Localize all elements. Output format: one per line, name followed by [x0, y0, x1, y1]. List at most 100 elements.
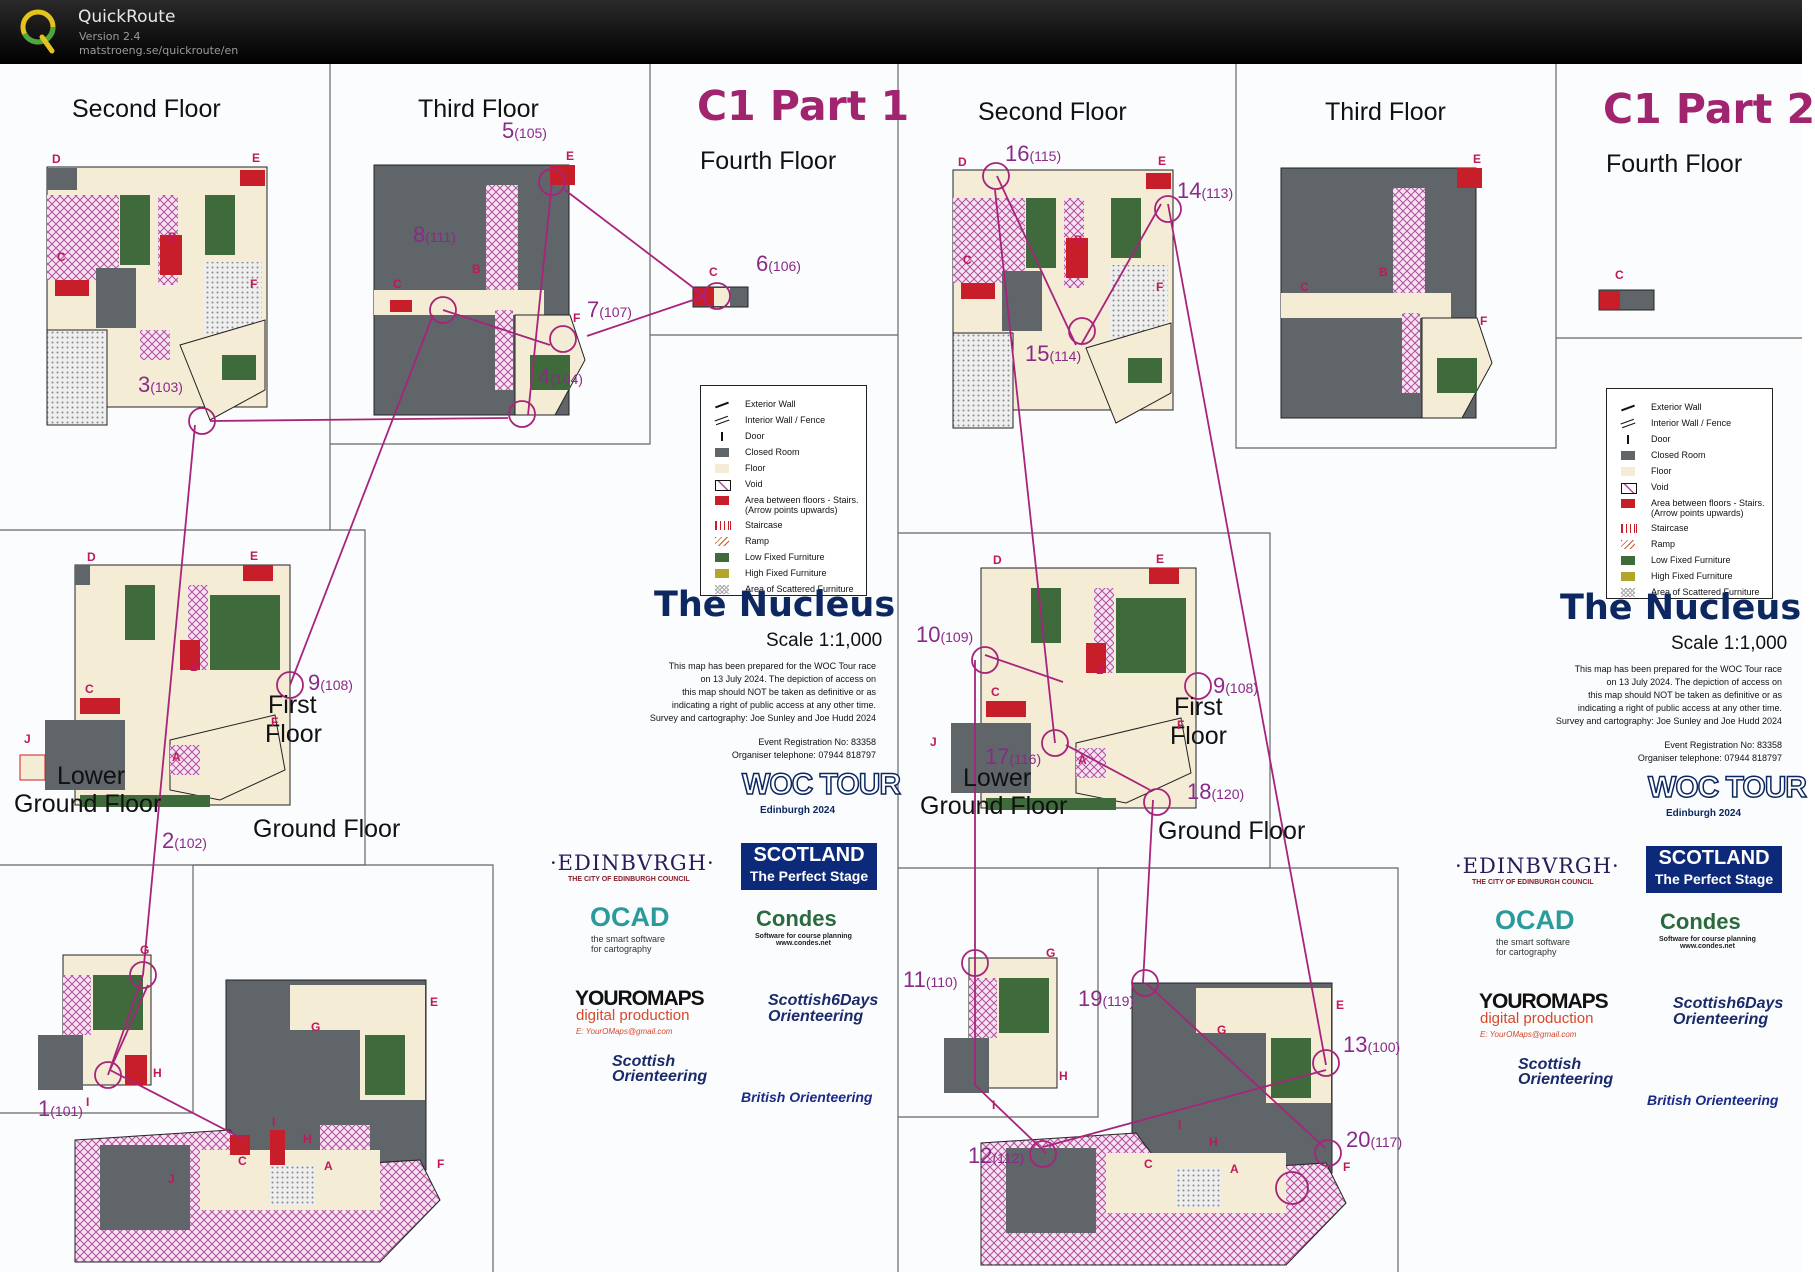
condes-logo: Condes	[756, 906, 837, 931]
stair-letter: A	[172, 750, 181, 764]
control-9[interactable]: 9(108)	[308, 670, 353, 695]
stair-letter: G	[1046, 946, 1056, 960]
legend-label: Low Fixed Furniture	[745, 552, 825, 562]
part2-fourth-floor	[1598, 289, 1655, 311]
control-5[interactable]: 5(105)	[502, 118, 547, 143]
control-9-part2[interactable]: 9(108)	[1213, 673, 1258, 698]
stair-letter: F	[1156, 280, 1164, 294]
legend-label: Low Fixed Furniture	[1651, 555, 1731, 565]
void-icon	[715, 480, 731, 491]
map-drawing	[0, 64, 1802, 1272]
legend-label: Door	[1651, 434, 1671, 444]
stair-letter: F	[1343, 1160, 1351, 1174]
legend-label: Interior Wall / Fence	[1651, 418, 1732, 428]
legend-label: Staircase	[1651, 523, 1689, 533]
control-17[interactable]: 17(116)	[985, 744, 1042, 769]
stair-letter: C	[709, 265, 718, 279]
control-2[interactable]: 2(102)	[162, 828, 207, 853]
stair-letter: I	[86, 1095, 90, 1109]
youromaps-sub: digital production	[576, 1007, 690, 1024]
stair-letter: F	[1480, 314, 1488, 328]
orienteering-map[interactable]: C1 Part 1 Second Floor Third Floor Fourt…	[0, 64, 1815, 1272]
door-icon	[721, 432, 723, 441]
stair-letter: H	[303, 1132, 312, 1146]
condes-logo: Condes	[1660, 909, 1741, 934]
stair-letter: E	[1156, 552, 1165, 566]
control-3[interactable]: 3(103)	[138, 372, 183, 397]
legend-label: Floor	[1651, 466, 1672, 476]
stair-letter: H	[1059, 1069, 1068, 1083]
legend-label: Area of Scattered Furniture	[1651, 587, 1760, 597]
quickroute-logo-icon	[20, 9, 56, 54]
stair-letter: F	[437, 1157, 445, 1171]
control-15[interactable]: 15(114)	[1025, 341, 1082, 366]
control-4[interactable]: 4(104)	[538, 364, 583, 389]
part2-label-first-1: First	[1174, 693, 1223, 721]
stair-letter: E	[1473, 152, 1482, 166]
stair-letter: D	[958, 155, 967, 169]
british-orienteering-logo: British Orienteering	[741, 1089, 873, 1105]
legend-label: Ramp	[1651, 539, 1676, 549]
youromaps-logo: YOUROMAPS	[1479, 990, 1609, 1013]
control-6[interactable]: 6(106)	[756, 251, 801, 276]
stair-letter: F	[1177, 718, 1185, 732]
legend-label: Area between floors - Stairs.(Arrow poin…	[745, 495, 859, 515]
control-14[interactable]: 14(113)	[1177, 178, 1234, 203]
control-7[interactable]: 7(107)	[587, 297, 632, 322]
part2-title: C1 Part 2	[1603, 85, 1815, 133]
part1-label-first-1: First	[268, 691, 317, 719]
part1-venue-name: The Nucleus	[654, 585, 896, 625]
control-12[interactable]: 12(112)	[968, 1143, 1025, 1168]
stair-letter: E	[250, 549, 259, 563]
stair-letter: I	[272, 1115, 276, 1129]
legend-label: Floor	[745, 463, 766, 473]
low-furniture-icon	[1621, 556, 1635, 565]
stair-letter: E	[430, 995, 439, 1009]
british-orienteering-logo: British Orienteering	[1647, 1092, 1779, 1108]
woc-tour-logo: WOC TOUR	[741, 767, 902, 802]
part1-third-floor	[373, 164, 586, 416]
control-1[interactable]: 1(101)	[38, 1096, 83, 1121]
staircase-icon	[1621, 524, 1637, 533]
stair-letter: B	[1096, 663, 1105, 677]
closed-room-icon	[715, 448, 729, 457]
control-20[interactable]: 20(117)	[1346, 1127, 1403, 1152]
part2-ground-floor	[980, 982, 1347, 1266]
stair-letter: B	[1379, 265, 1388, 279]
control-8[interactable]: 8(111)	[413, 222, 456, 247]
stair-letter: J	[24, 732, 31, 746]
stair-letter: B	[472, 262, 481, 276]
part1-scale: Scale 1:1,000	[766, 630, 883, 651]
woc-tour-logo: WOC TOUR	[1647, 770, 1808, 805]
stair-letter: A	[1230, 1162, 1239, 1176]
control-10[interactable]: 10(109)	[916, 622, 974, 647]
stair-letter: G	[140, 943, 150, 957]
stair-letter: F	[250, 277, 258, 291]
control-11[interactable]: 11(110)	[903, 967, 958, 992]
legend-label: Void	[1651, 482, 1669, 492]
scattered-icon	[1621, 588, 1635, 597]
legend-label: Door	[745, 431, 765, 441]
legend-label: Exterior Wall	[745, 399, 796, 409]
stair-letter: C	[57, 250, 66, 264]
stair-letter: H	[1209, 1135, 1218, 1149]
legend-label-line2: (Arrow points upwards)	[1651, 508, 1744, 518]
part1-ground-floor	[74, 979, 441, 1263]
stair-letter: A	[1078, 753, 1087, 767]
app-url[interactable]: matstroeng.se/quickroute/en	[79, 44, 239, 57]
control-18[interactable]: 18(120)	[1187, 779, 1245, 804]
stair-letter: B	[190, 660, 199, 674]
edinburgh-logo: ·EDINBVRGH·	[550, 851, 715, 875]
stair-letter: B	[1074, 233, 1083, 247]
legend-label-line2: (Arrow points upwards)	[745, 505, 838, 515]
control-13[interactable]: 13(100)	[1343, 1032, 1401, 1057]
door-icon	[1627, 435, 1629, 444]
part1-label-first-2: Floor	[265, 720, 322, 748]
control-19[interactable]: 19(119)	[1078, 986, 1135, 1011]
part1-label-fourth-floor: Fourth Floor	[700, 147, 837, 175]
control-16[interactable]: 16(115)	[1005, 141, 1062, 166]
